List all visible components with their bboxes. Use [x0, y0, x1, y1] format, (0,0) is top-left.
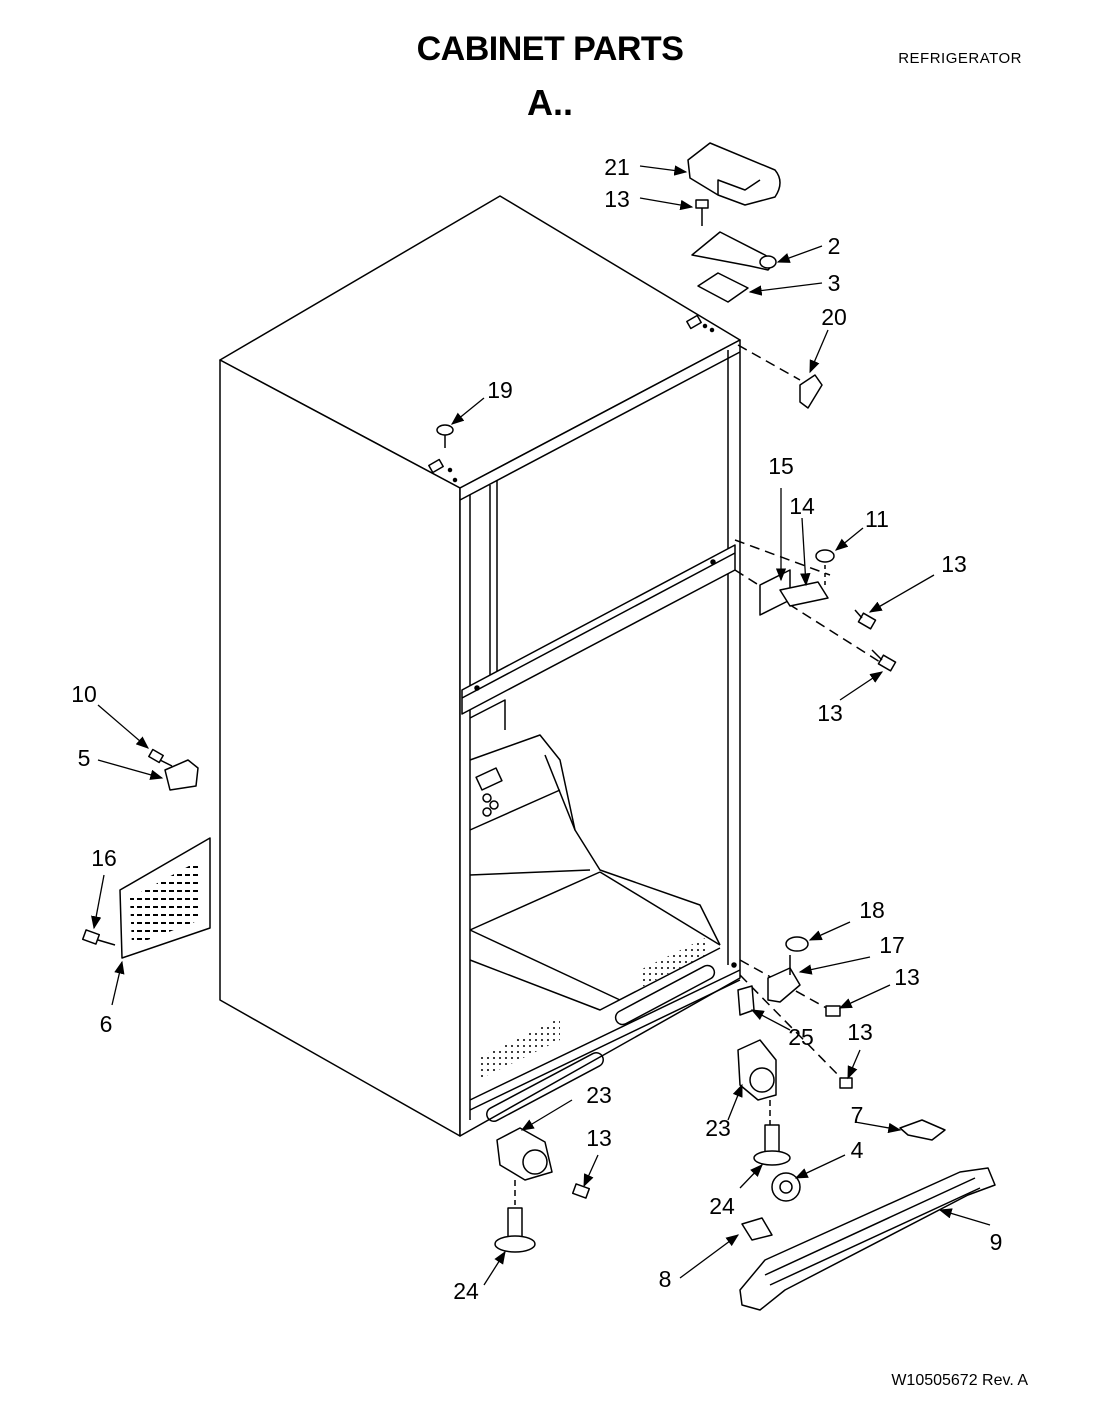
- grille-screw: [81, 929, 116, 946]
- callout-24-left: 24: [453, 1278, 479, 1304]
- base-grille: [739, 1167, 996, 1311]
- document-number: W10505672 Rev. A: [891, 1372, 1028, 1389]
- cabinet-side-panel: [219, 359, 461, 1137]
- callout-labels: 21 13 2 3 20 19 15 14 11 13 13 10 5 16 6…: [71, 154, 1002, 1304]
- callout-7: 7: [851, 1102, 864, 1128]
- callout-6: 6: [100, 1011, 113, 1037]
- screw-10: [148, 748, 173, 767]
- callout-16: 16: [91, 845, 117, 871]
- callout-21: 21: [604, 154, 630, 180]
- callout-13-center-upper: 13: [941, 551, 967, 577]
- callout-13-center-lower: 13: [817, 700, 843, 726]
- hinge-shim: [697, 272, 749, 303]
- cabinet-plug-button: [436, 424, 454, 448]
- lower-hinge-screw: [825, 1005, 841, 1017]
- callout-13-roller-right: 13: [847, 1019, 873, 1045]
- callout-2: 2: [828, 233, 841, 259]
- callout-14: 14: [789, 493, 815, 519]
- toe-grille-clip: [741, 1217, 773, 1241]
- callout-25: 25: [788, 1024, 814, 1050]
- callout-24-right: 24: [709, 1193, 735, 1219]
- lower-hinge-bushing: [785, 936, 809, 952]
- callout-11: 11: [865, 506, 889, 532]
- callout-19: 19: [487, 377, 513, 403]
- hinge-screw: [695, 199, 709, 226]
- clip-5: [164, 759, 199, 791]
- callout-9: 9: [990, 1229, 1003, 1255]
- section-subtitle: A..: [526, 82, 573, 123]
- callout-4: 4: [851, 1137, 864, 1163]
- hinge-hole-plug: [799, 374, 823, 409]
- page-title: CABINET PARTS: [416, 30, 684, 68]
- appliance-category: REFRIGERATOR: [898, 50, 1022, 67]
- refrigerator-cabinet: [219, 195, 741, 1137]
- roller-screw-right: [839, 1077, 853, 1089]
- leveling-leg-left: [494, 1207, 536, 1253]
- callout-3: 3: [828, 270, 841, 296]
- callout-10: 10: [71, 681, 97, 707]
- callout-8: 8: [659, 1266, 672, 1292]
- callout-23-right: 23: [705, 1115, 731, 1141]
- leveling-leg-right: [753, 1124, 791, 1166]
- callout-13-top: 13: [604, 186, 630, 212]
- callout-17: 17: [879, 932, 905, 958]
- hinge-washer: [815, 549, 835, 563]
- roller-screw-left: [571, 1183, 591, 1199]
- center-hinge-screw-lower: [871, 649, 897, 672]
- callout-23-left: 23: [586, 1082, 612, 1108]
- callout-20: 20: [821, 304, 847, 330]
- lower-hinge: [767, 967, 801, 1003]
- callout-13-lower-hinge: 13: [894, 964, 920, 990]
- callout-5: 5: [78, 745, 91, 771]
- callout-15: 15: [768, 453, 794, 479]
- hinge-shim-25: [737, 985, 755, 1016]
- callout-18: 18: [859, 897, 885, 923]
- callout-13-roller-left: 13: [586, 1125, 612, 1151]
- center-hinge-screw-upper: [854, 609, 877, 630]
- grille-clip: [899, 1119, 946, 1141]
- cabinet-front: [459, 339, 741, 1137]
- leader-lines: [91, 165, 991, 1286]
- hinge-cover: [687, 142, 781, 206]
